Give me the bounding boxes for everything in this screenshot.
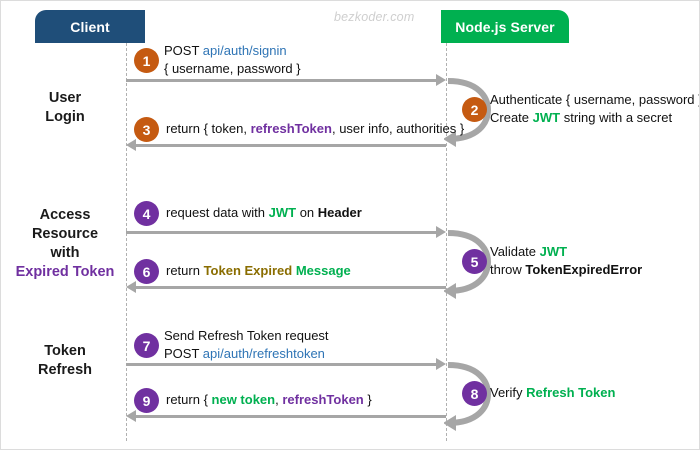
step-message-2: Authenticate { username, password } Crea… (490, 91, 700, 126)
phase-line-1: User (48, 90, 82, 106)
step-9-new-token: new token (211, 392, 276, 407)
step-badge-1: 1 (134, 48, 159, 73)
step-message-6: return Token Expired Message (166, 262, 351, 280)
phase-line-2: Login (45, 109, 85, 125)
step-badge-8: 8 (462, 381, 487, 406)
arrow-4-head (436, 226, 446, 238)
step-7-url: api/auth/refreshtoken (202, 345, 325, 361)
actor-label-server: Node.js Server (455, 18, 555, 35)
watermark: bezkoder.com (334, 10, 415, 24)
step-7-method: POST (164, 345, 203, 361)
arrow-4-line (126, 231, 436, 234)
step-message-7: Send Refresh Token request POST api/auth… (164, 327, 329, 362)
phase-line-3: with (50, 245, 80, 261)
step-badge-5: 5 (462, 249, 487, 274)
step-1-payload: { username, password } (164, 60, 301, 76)
step-9-prefix: return { (166, 392, 212, 407)
step-message-3: return { token, refreshToken, user info,… (166, 120, 464, 138)
step-4-mid: on (296, 205, 318, 220)
step-1-method: POST (164, 43, 203, 58)
arrow-9-head (126, 410, 136, 422)
step-5-error: TokenExpiredError (525, 261, 643, 277)
step-message-8: Verify Refresh Token (490, 384, 615, 402)
step-5-jwt: JWT (539, 244, 568, 259)
phase-label-token-refresh: Token Refresh (5, 342, 125, 380)
step-4-header: Header (317, 205, 362, 220)
step-9-suffix: } (363, 392, 372, 407)
step-8-verify: Verify (490, 385, 527, 400)
step-message-1: POST api/auth/signin { username, passwor… (164, 42, 301, 77)
step-9-refresh-token: refreshToken (282, 392, 364, 407)
phase-line-2: Refresh (38, 362, 92, 378)
step-message-5: Validate JWT throw TokenExpiredError (490, 243, 642, 278)
step-9-sep: , (275, 392, 283, 407)
step-3-suffix: , user info, authorities } (331, 121, 465, 136)
step-2-line-1: Authenticate { username, password } (490, 92, 700, 107)
arrow-3-line (136, 144, 446, 147)
arrow-9-line (136, 415, 446, 418)
arrow-6-line (136, 286, 446, 289)
step-8-refresh-token: Refresh Token (526, 385, 616, 400)
arrow-3-head (126, 139, 136, 151)
step-5-validate: Validate (490, 244, 540, 259)
step-badge-7: 7 (134, 333, 159, 358)
step-6-prefix: return (166, 263, 204, 278)
actor-header-server: Node.js Server (441, 10, 569, 43)
step-4-jwt: JWT (268, 205, 297, 220)
step-2-rest: string with a secret (560, 109, 673, 125)
phase-label-user-login: User Login (5, 89, 125, 127)
arrow-7-line (126, 363, 436, 366)
actor-label-client: Client (70, 18, 110, 35)
step-3-prefix: return { token, (166, 121, 251, 136)
arrow-1-head (436, 74, 446, 86)
step-7-line-1: Send Refresh Token request (164, 328, 329, 343)
phase-line-1: Access (39, 207, 91, 223)
step-badge-3: 3 (134, 117, 159, 142)
step-badge-4: 4 (134, 201, 159, 226)
arrow-1-line (126, 79, 436, 82)
step-6-message: Message (295, 263, 351, 278)
step-4-prefix: request data with (166, 205, 269, 220)
phase-label-access-resource: Access Resource with Expired Token (5, 206, 125, 282)
step-2-create: Create (490, 109, 533, 125)
step-badge-9: 9 (134, 388, 159, 413)
phase-line-2: Resource (31, 226, 99, 242)
phase-line-4: Expired Token (15, 264, 115, 280)
step-6-token-expired: Token Expired (203, 263, 293, 278)
step-1-url: api/auth/signin (202, 43, 287, 58)
step-message-4: request data with JWT on Header (166, 204, 362, 222)
step-3-refresh-token: refreshToken (250, 121, 332, 136)
lifeline-client (126, 43, 127, 441)
actor-header-client: Client (35, 10, 145, 43)
step-message-9: return { new token, refreshToken } (166, 391, 372, 409)
lifeline-server (446, 43, 447, 441)
arrow-6-head (126, 281, 136, 293)
step-2-jwt: JWT (532, 109, 561, 125)
step-5-throw: throw (490, 261, 526, 277)
step-badge-2: 2 (462, 97, 487, 122)
step-badge-6: 6 (134, 259, 159, 284)
phase-line-1: Token (44, 343, 86, 359)
arrow-7-head (436, 358, 446, 370)
